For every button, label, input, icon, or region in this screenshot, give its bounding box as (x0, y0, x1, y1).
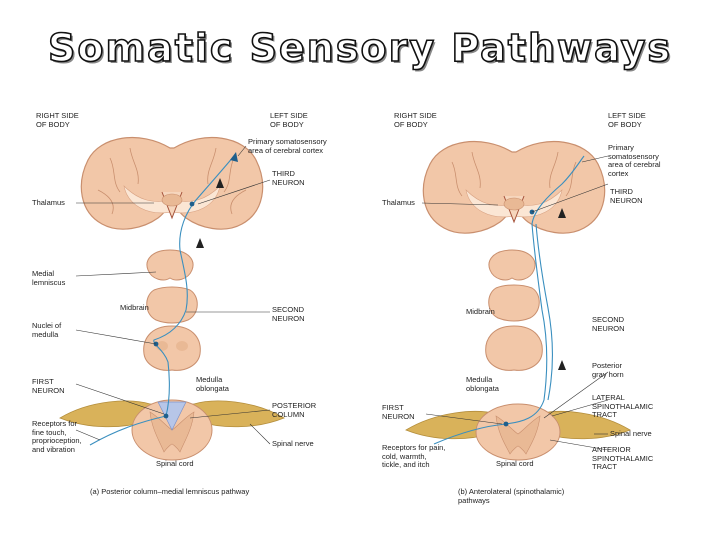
medulla-section (143, 325, 201, 371)
receptors-label: Receptors for fine touch, proprioception… (32, 419, 82, 454)
third-neuron-label: THIRD NEURON (610, 187, 643, 205)
panel-posterior-column-pathway: RIGHT SIDE OF BODY LEFT SIDE OF BODY Pri… (20, 100, 350, 520)
label-leaders (75, 145, 271, 445)
left-side-label: LEFT SIDE OF BODY (270, 111, 308, 129)
receptors-label: Receptors for pain, cold, warmth, tickle… (382, 443, 446, 469)
nuclei-medulla-label: Nuclei of medulla (32, 321, 62, 339)
caption-b: (b) Anterolateral (spinothalamic) pathwa… (458, 487, 565, 505)
spinal-nerve-label: Spinal nerve (610, 429, 652, 438)
thalamus-label: Thalamus (382, 198, 415, 207)
pathway-b-illustration (405, 140, 631, 461)
spinal-cord-label: Spinal cord (496, 459, 534, 468)
spinal-nerve-label: Spinal nerve (272, 439, 314, 448)
second-neuron-label: SECOND NEURON (272, 305, 305, 323)
first-neuron-label: FIRST NEURON (382, 403, 415, 421)
third-neuron-label: THIRD NEURON (272, 169, 305, 187)
lateral-tract-label: LATERAL SPINOTHALAMIC TRACT (592, 393, 654, 419)
panel-anterolateral-pathway: RIGHT SIDE OF BODY LEFT SIDE OF BODY Pri… (372, 100, 702, 520)
caption-a: (a) Posterior column–medial lemniscus pa… (90, 487, 250, 496)
posterior-gray-horn-label: Posterior gray horn (592, 361, 624, 379)
primary-cortex-label: Primary somatosensory area of cerebral c… (608, 143, 661, 178)
label-leaders (421, 155, 609, 451)
sensory-pathway-line (433, 155, 585, 445)
spinal-cord-label: Spinal cord (156, 459, 194, 468)
midbrain-section (488, 249, 540, 322)
second-neuron-label: SECOND NEURON (592, 315, 625, 333)
cerebrum-section (422, 140, 606, 234)
left-side-label: LEFT SIDE OF BODY (608, 111, 646, 129)
posterior-column-label: POSTERIOR COLUMN (272, 401, 317, 419)
primary-cortex-label: Primary somatosensory area of cerebral c… (248, 137, 327, 155)
midbrain-label: Midbrain (120, 303, 149, 312)
first-neuron-label: FIRST NEURON (32, 377, 65, 395)
medulla-oblongata-label: Medulla oblongata (466, 375, 499, 393)
cerebrum-section (80, 136, 264, 230)
sensory-pathway-line (89, 152, 238, 446)
pathway-a-illustration (59, 136, 285, 461)
thalamus-label: Thalamus (32, 198, 65, 207)
midbrain-label: Midbrain (466, 307, 495, 316)
spinal-cord-section (59, 399, 285, 461)
anterior-tract-label: ANTERIOR SPINOTHALAMIC TRACT (592, 445, 654, 471)
right-side-label: RIGHT SIDE OF BODY (36, 111, 79, 129)
medulla-section (485, 325, 543, 371)
right-side-label: RIGHT SIDE OF BODY (394, 111, 437, 129)
slide-title: Somatic Sensory Pathways (47, 25, 672, 71)
medulla-oblongata-label: Medulla oblongata (196, 375, 229, 393)
medial-lemniscus-label: Medial lemniscus (32, 269, 66, 287)
